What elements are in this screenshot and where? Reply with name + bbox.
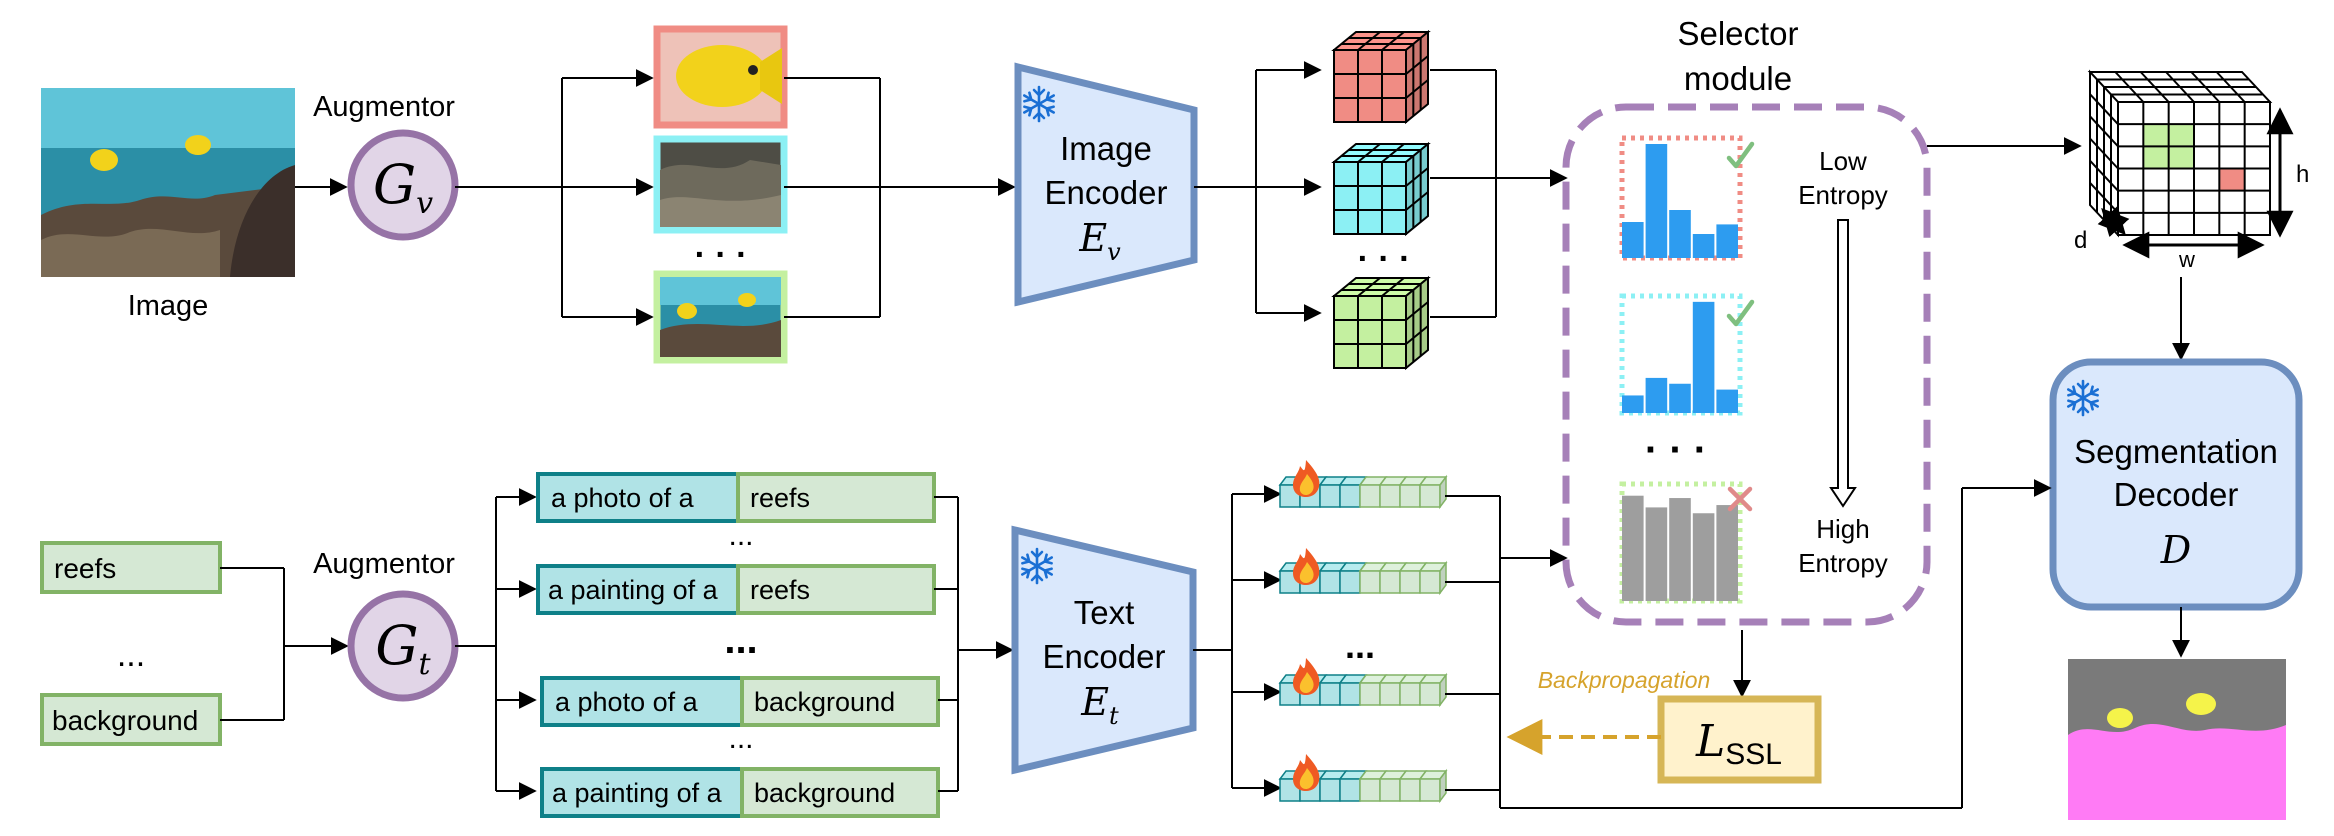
text-encoder-label-2: Encoder xyxy=(1043,638,1166,675)
decoder-symbol: D xyxy=(2160,528,2191,572)
entropy-arrow xyxy=(1829,219,1857,508)
feature-cube-cyan xyxy=(1331,141,1431,237)
views-ellipsis: · · · xyxy=(695,236,748,274)
augmented-view-3 xyxy=(653,270,788,364)
high-entropy-label-1: High xyxy=(1816,514,1869,544)
image-encoder-label-2: Encoder xyxy=(1045,174,1168,211)
prompt-template: a painting of a xyxy=(548,575,719,605)
histogram-low-1 xyxy=(1619,135,1743,261)
output-volume xyxy=(2087,69,2273,238)
augmentor-v-label: Augmentor xyxy=(313,91,455,123)
augmentor-v-node xyxy=(347,129,459,241)
selector-title-2: module xyxy=(1684,60,1792,97)
class-name-label: background xyxy=(52,705,198,736)
high-entropy-label-2: Entropy xyxy=(1798,548,1888,578)
augmentor-t-symbol: Gt xyxy=(375,614,431,682)
feature-cube-green xyxy=(1331,275,1431,371)
low-entropy-label-1: Low xyxy=(1819,146,1867,176)
prompt-1: a photo of a reefs xyxy=(536,472,936,523)
augmentor-v-symbol: Gv xyxy=(373,153,433,221)
augmented-view-2 xyxy=(653,135,788,234)
prompt-ellipsis: ... xyxy=(728,722,753,755)
segmentation-output xyxy=(2068,659,2286,820)
selector-title-1: Selector xyxy=(1677,15,1798,52)
histogram-ellipsis: · · · xyxy=(1645,428,1707,472)
prompt-template: a painting of a xyxy=(552,778,723,808)
prompt-class: reefs xyxy=(750,575,810,605)
image-encoder xyxy=(1014,62,1198,307)
class-name-background xyxy=(40,693,222,746)
prompt-ellipsis: ... xyxy=(728,519,753,552)
feature-cube-red xyxy=(1331,29,1431,125)
class-name-label: reefs xyxy=(54,553,116,584)
fire-icon xyxy=(1293,460,1320,497)
prompt-2: a painting of a reefs xyxy=(536,564,936,615)
dim-d-label: d xyxy=(2074,227,2087,254)
prompt-template: a photo of a xyxy=(551,483,695,513)
prompt-class: background xyxy=(754,778,895,808)
fire-icon xyxy=(1293,754,1320,791)
text-encoder xyxy=(1011,525,1197,775)
prompt-3: a photo of a background xyxy=(540,676,940,727)
segmentation-decoder xyxy=(2049,358,2303,611)
image-label: Image xyxy=(128,290,209,322)
prompt-template: a photo of a xyxy=(555,687,699,717)
decoder-label-1: Segmentation xyxy=(2074,433,2278,470)
augmentor-t-label: Augmentor xyxy=(313,548,455,580)
ssl-loss xyxy=(1657,695,1822,784)
decoder-label-2: Decoder xyxy=(2114,476,2239,513)
prompt-4: a painting of a background xyxy=(540,767,940,818)
low-entropy-label-2: Entropy xyxy=(1798,180,1888,210)
fire-icon xyxy=(1293,548,1320,585)
text-encoder-symbol: Et xyxy=(1080,680,1119,730)
class-ellipsis: ... xyxy=(117,636,145,674)
dim-h-label: h xyxy=(2296,161,2309,188)
image-encoder-label-1: Image xyxy=(1060,130,1152,167)
selector-module xyxy=(1562,103,1931,626)
prompt-class: background xyxy=(754,687,895,717)
image-encoder-symbol: Ev xyxy=(1078,216,1121,266)
text-encoder-label-1: Text xyxy=(1074,594,1135,631)
prompt-group-ellipsis: ... xyxy=(724,618,757,662)
histogram-high xyxy=(1619,481,1743,604)
embedding-ellipsis: ... xyxy=(1345,625,1375,666)
fire-icon xyxy=(1293,658,1320,695)
augmented-view-1 xyxy=(653,25,788,129)
input-image xyxy=(41,88,295,277)
backprop-label: Backpropagation xyxy=(1538,667,1711,693)
cubes-ellipsis: · · · xyxy=(1358,240,1411,278)
prompt-class: reefs xyxy=(750,483,810,513)
histogram-low-2 xyxy=(1619,293,1743,416)
dim-w-label: w xyxy=(2178,247,2195,272)
ssl-loss-symbol: LSSL xyxy=(1695,716,1782,771)
